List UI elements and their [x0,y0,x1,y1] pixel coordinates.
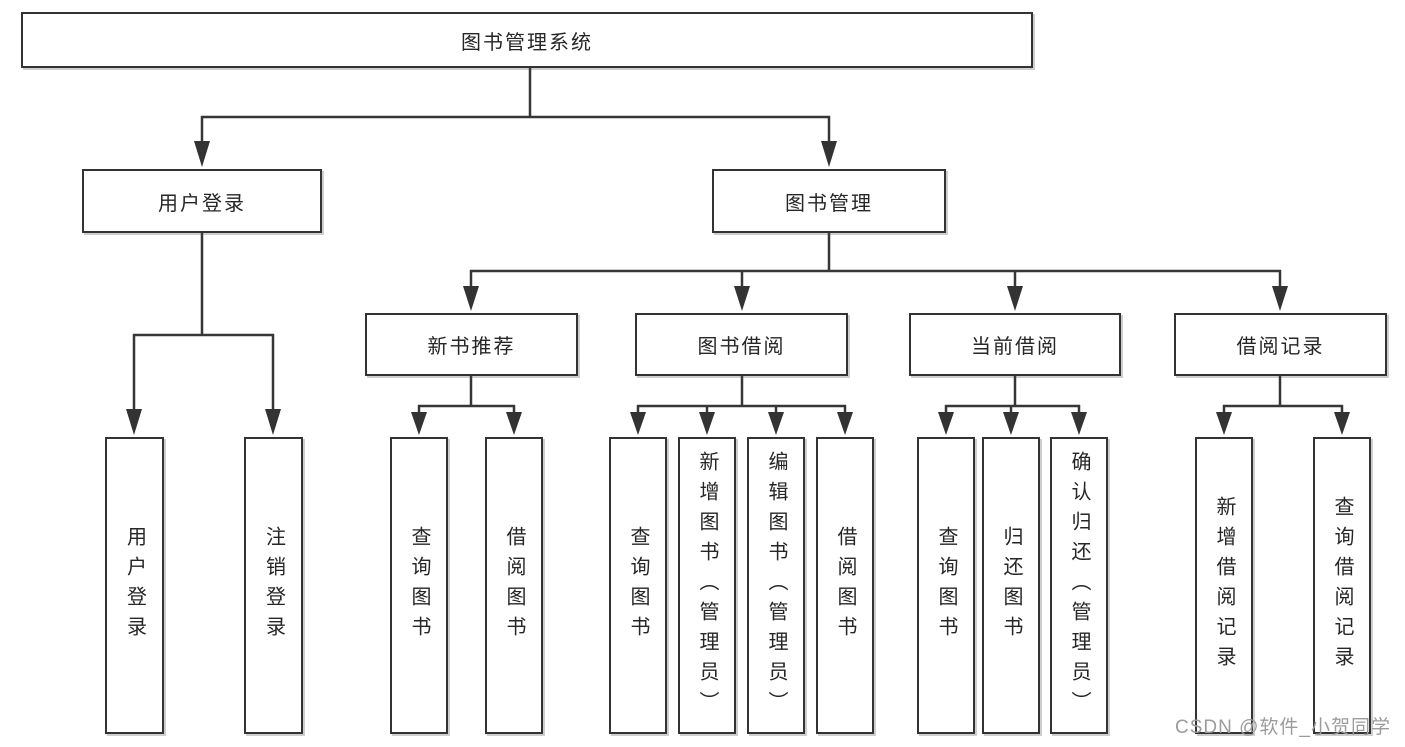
arrowhead [265,409,281,435]
arrowhead [1216,412,1232,435]
node-new-book-recommend: 新书推荐 [365,313,578,376]
leaf-return-book-label: 归还图书 [1000,525,1022,646]
leaf-query-books-borrow: 查询图书 [609,437,667,734]
leaf-user-login: 用户登录 [105,437,164,734]
leaf-query-books-recommend: 查询图书 [390,437,448,734]
arrowhead [768,412,784,435]
node-book-borrow-label: 图书借阅 [697,336,786,358]
leaf-edit-book-admin: 编辑图书（管理员） [747,437,805,734]
node-root-system: 图书管理系统 [21,12,1033,68]
leaf-confirm-return-admin: 确认归还（管理员） [1050,437,1108,734]
node-borrow-records-label: 借阅记录 [1236,336,1325,358]
leaf-query-books-borrow-label: 查询图书 [627,525,649,646]
arrowhead [821,141,837,167]
arrowhead [734,286,750,311]
node-borrow-records: 借阅记录 [1174,313,1387,376]
connector-user-login-to-leaves [126,233,281,435]
leaf-query-books-current: 查询图书 [917,437,975,734]
leaf-add-borrow-record-label: 新增借阅记录 [1213,495,1235,676]
arrowhead [411,412,427,435]
arrowhead [837,412,853,435]
leaf-confirm-return-admin-label: 确认归还（管理员） [1068,450,1090,721]
arrowhead [506,412,522,435]
node-book-management: 图书管理 [712,169,946,233]
arrowhead [699,412,715,435]
leaf-logout-label: 注销登录 [262,525,285,646]
leaf-add-book-admin-label: 新增图书（管理员） [696,450,718,721]
node-root-label: 图书管理系统 [461,31,593,54]
arrowhead [463,286,479,311]
watermark-text: CSDN @软件_小贺同学 [1175,717,1391,738]
node-user-login: 用户登录 [82,169,322,233]
leaf-add-borrow-record: 新增借阅记录 [1195,437,1253,734]
leaf-edit-book-admin-label: 编辑图书（管理员） [765,450,787,721]
arrowhead [194,141,210,167]
connector-book-borrow-to-leaves [630,376,853,435]
node-book-borrow: 图书借阅 [635,313,848,376]
node-user-login-label: 用户登录 [158,192,246,215]
connector-root-to-level2 [194,68,837,167]
node-current-borrow-label: 当前借阅 [971,336,1059,358]
leaf-borrow-book-recommend-label: 借阅图书 [503,525,525,646]
leaf-query-borrow-record-label: 查询借阅记录 [1331,495,1353,676]
connector-new-book-recommend-to-leaves [411,376,522,435]
node-book-management-label: 图书管理 [785,192,873,215]
leaf-borrow-book: 借阅图书 [816,437,874,734]
leaf-query-borrow-record: 查询借阅记录 [1313,437,1371,734]
leaf-borrow-book-label: 借阅图书 [834,525,856,646]
arrowhead [938,412,954,435]
arrowhead [1334,412,1350,435]
node-current-borrow: 当前借阅 [909,313,1121,376]
leaf-user-login-label: 用户登录 [123,525,146,646]
leaf-logout: 注销登录 [244,437,303,734]
leaf-return-book: 归还图书 [982,437,1040,734]
arrowhead [1007,286,1023,311]
connector-current-borrow-to-leaves [938,376,1087,435]
arrowhead [630,412,646,435]
connector-book-management-to-level3 [463,233,1288,311]
arrowhead [126,409,142,435]
arrowhead [1003,412,1019,435]
connector-borrow-records-to-leaves [1216,376,1350,435]
leaf-add-book-admin: 新增图书（管理员） [678,437,736,734]
arrowhead [1071,412,1087,435]
arrowhead [1272,286,1288,311]
leaf-query-books-current-label: 查询图书 [935,525,957,646]
node-new-book-recommend-label: 新书推荐 [427,336,516,358]
leaf-borrow-book-recommend: 借阅图书 [485,437,543,734]
leaf-query-books-recommend-label: 查询图书 [408,525,430,646]
